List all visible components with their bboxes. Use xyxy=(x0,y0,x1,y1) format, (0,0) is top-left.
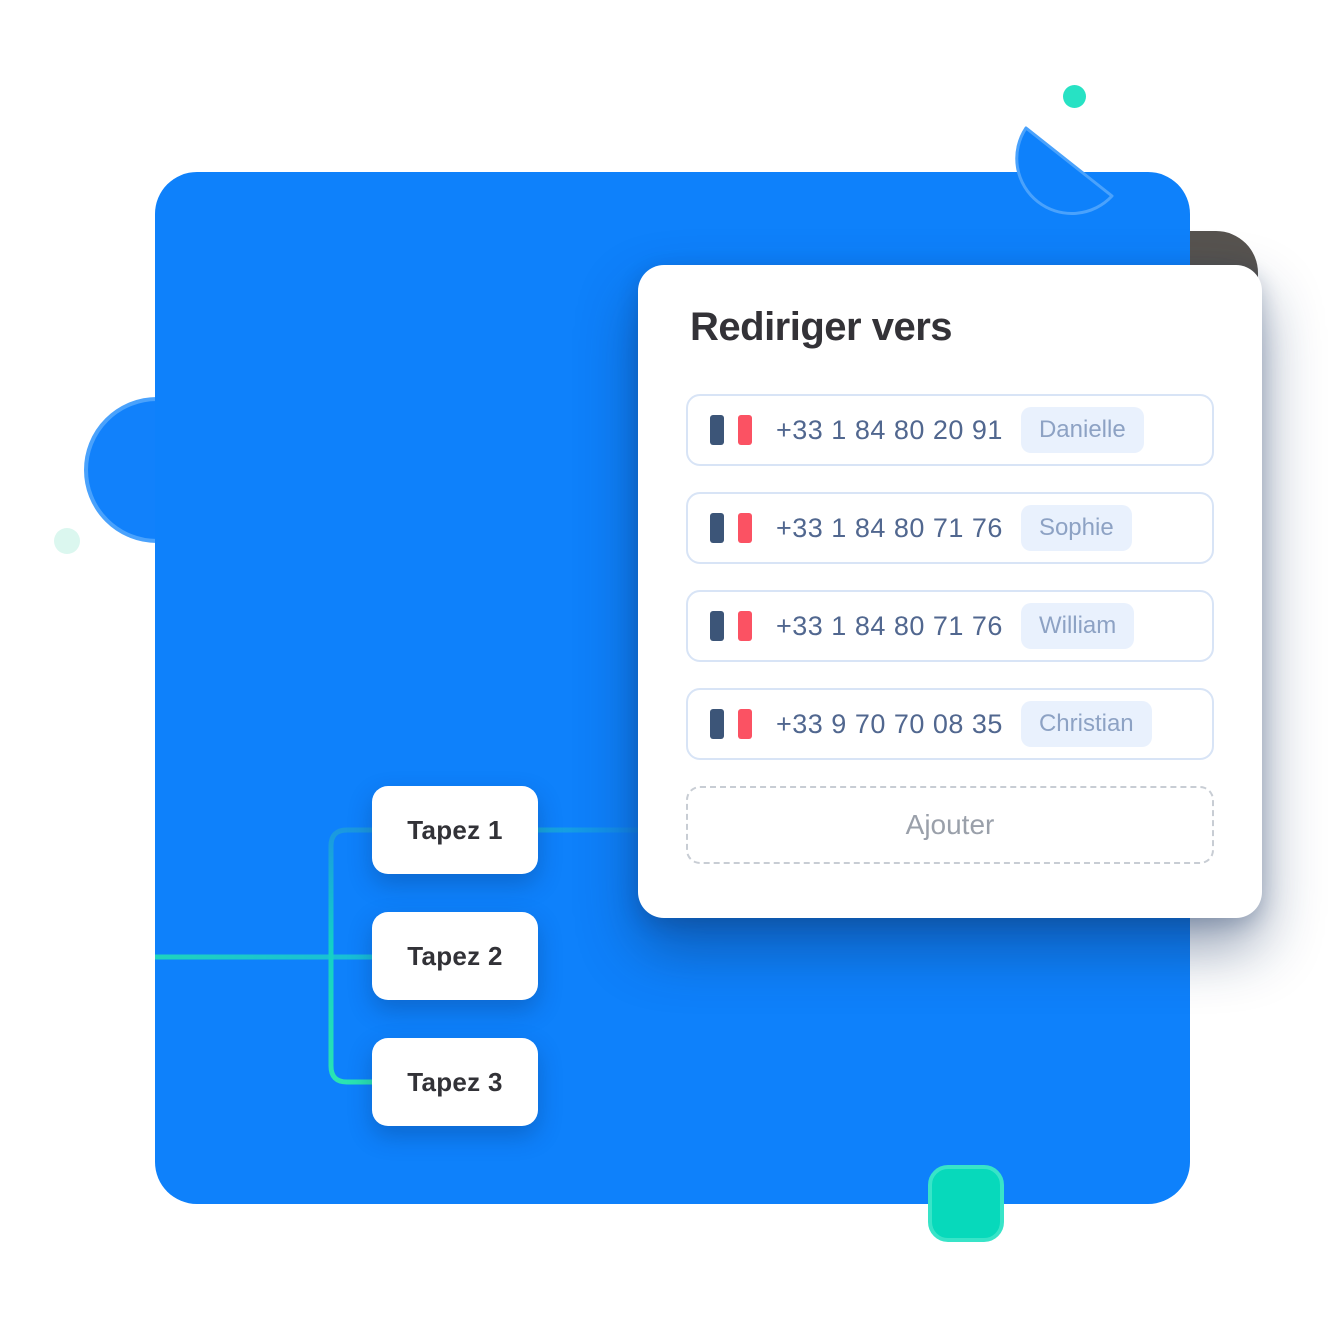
connector-branch-line xyxy=(328,827,374,1085)
add-number-button[interactable]: Ajouter xyxy=(686,786,1214,864)
phone-number: +33 9 70 70 08 35 xyxy=(776,708,1003,739)
add-number-button-label: Ajouter xyxy=(905,809,995,840)
redirect-card: Rediriger vers +33 1 84 80 20 91 Daniell… xyxy=(638,265,1262,918)
flow-node-tapez-2[interactable]: Tapez 2 xyxy=(372,912,538,1000)
crescent-shape-decoration xyxy=(1015,126,1114,215)
flow-node-label: Tapez 2 xyxy=(407,940,503,971)
flow-node-tapez-1[interactable]: Tapez 1 xyxy=(372,786,538,874)
teal-dot-decoration xyxy=(1063,85,1086,108)
mint-dot-decoration xyxy=(54,528,80,554)
contact-name-badge: Sophie xyxy=(1020,505,1132,551)
flow-node-label: Tapez 1 xyxy=(407,814,503,845)
teal-square-decoration xyxy=(928,1165,1004,1242)
phone-number: +33 1 84 80 20 91 xyxy=(776,414,1003,445)
phone-row-list: +33 1 84 80 20 91 Danielle +33 1 84 80 7… xyxy=(686,394,1214,760)
phone-number: +33 1 84 80 71 76 xyxy=(776,512,1003,543)
flow-node-tapez-3[interactable]: Tapez 3 xyxy=(372,1038,538,1126)
france-flag-icon xyxy=(710,709,752,739)
phone-row[interactable]: +33 9 70 70 08 35 Christian xyxy=(686,688,1214,760)
flow-node-label: Tapez 3 xyxy=(407,1066,503,1097)
phone-row[interactable]: +33 1 84 80 71 76 Sophie xyxy=(686,492,1214,564)
phone-row[interactable]: +33 1 84 80 20 91 Danielle xyxy=(686,394,1214,466)
france-flag-icon xyxy=(710,611,752,641)
card-title: Rediriger vers xyxy=(690,305,953,349)
france-flag-icon xyxy=(710,513,752,543)
contact-name-badge: Christian xyxy=(1020,701,1152,747)
contact-name-badge: William xyxy=(1020,603,1135,649)
phone-number: +33 1 84 80 71 76 xyxy=(776,610,1003,641)
france-flag-icon xyxy=(710,415,752,445)
contact-name-badge: Danielle xyxy=(1020,407,1144,453)
phone-row[interactable]: +33 1 84 80 71 76 William xyxy=(686,590,1214,662)
